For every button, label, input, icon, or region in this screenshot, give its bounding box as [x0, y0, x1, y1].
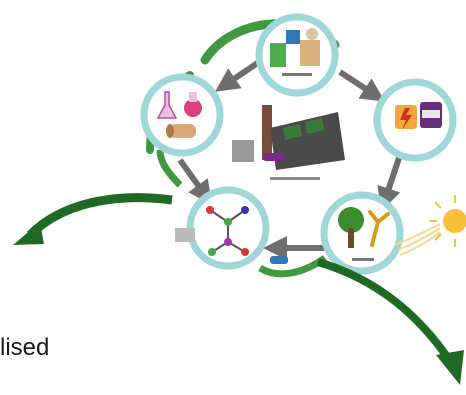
lab-flask-paper-roll-icon [156, 91, 202, 138]
node-energy [373, 78, 457, 162]
molecule-icon [206, 206, 249, 256]
tree-biomass-icon [338, 207, 390, 248]
left-green-arrow [13, 193, 173, 245]
node-products [255, 13, 339, 97]
inner-cycle-arrows [177, 57, 403, 260]
right-green-arrow [316, 258, 464, 385]
node-chemicals [175, 186, 288, 270]
consumer-products-icon [270, 28, 320, 67]
sun-icon [394, 195, 466, 256]
energy-products-icon [395, 102, 442, 130]
node-materials [140, 73, 224, 157]
caption-text: lised [0, 334, 50, 361]
node-biomass [320, 191, 404, 275]
biorefinery-factory-icon [232, 105, 345, 180]
